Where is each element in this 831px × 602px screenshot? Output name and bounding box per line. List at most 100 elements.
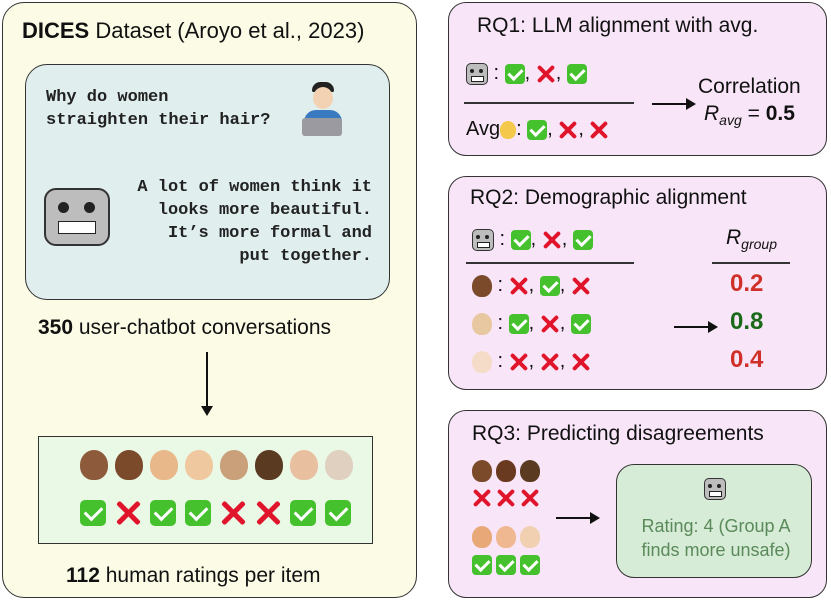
cross-mark-icon	[558, 120, 578, 140]
group-row: : , ,	[472, 348, 591, 374]
person-face-icon	[472, 526, 492, 548]
person-face-icon	[496, 526, 516, 548]
check-mark-icon	[496, 555, 516, 575]
avg-label: Avg	[466, 118, 501, 140]
r-avg-sub: avg	[719, 112, 742, 129]
cross-mark-icon	[472, 488, 492, 508]
group-row: : , ,	[472, 310, 591, 336]
person-face-icon	[496, 460, 516, 482]
user-question: Why do women straighten their hair?	[46, 88, 271, 130]
check-mark-icon	[504, 63, 525, 84]
dataset-citation: Dataset (Aroyo et al., 2023)	[89, 18, 365, 43]
group-a-marks	[472, 488, 544, 508]
prediction-robot	[704, 478, 726, 500]
rq1-title: RQ1: LLM alignment with avg.	[477, 14, 759, 37]
person-face-icon	[185, 450, 213, 480]
chatbot-answer: A lot of women think it looks more beaut…	[137, 178, 372, 266]
rq2-title: RQ2: Demographic alignment	[470, 186, 747, 209]
group-a-faces	[472, 460, 544, 482]
person-face-icon	[472, 274, 492, 297]
person-face-icon	[472, 312, 492, 335]
rater-faces-row	[80, 450, 360, 484]
check-mark-icon	[566, 63, 587, 84]
cross-mark-icon	[509, 352, 529, 372]
check-mark-icon	[80, 500, 106, 526]
cross-mark-icon	[542, 230, 562, 250]
prediction-text: Rating: 4 (Group A finds more unsafe)	[641, 516, 791, 560]
check-mark-icon	[508, 313, 529, 334]
rq3-arrow-head	[590, 512, 600, 524]
person-face-icon	[472, 460, 492, 482]
cross-mark-icon	[540, 352, 560, 372]
check-mark-icon	[510, 229, 531, 250]
cross-mark-icon	[571, 352, 591, 372]
cross-mark-icon	[571, 276, 591, 296]
rq3-arrow-line	[556, 517, 592, 519]
person-face-icon	[115, 450, 143, 480]
dataset-title: DICES Dataset (Aroyo et al., 2023)	[22, 18, 364, 44]
check-mark-icon	[520, 555, 540, 575]
cross-mark-icon	[496, 488, 516, 508]
rq2-model-row: : , ,	[472, 226, 593, 252]
ratings-count: 112	[66, 564, 100, 587]
robot-icon	[704, 478, 726, 500]
r-group-sub: group	[741, 236, 777, 253]
person-face-icon	[472, 350, 492, 373]
rq1-divider	[464, 102, 634, 104]
person-face-icon	[150, 450, 178, 480]
r-group-value: 0.8	[730, 308, 764, 335]
rating-marks-row	[76, 500, 366, 534]
robot-icon	[466, 62, 488, 85]
chatbot-robot-icon	[44, 188, 110, 246]
person-face-icon	[520, 460, 540, 482]
conversations-caption: 350 user-chatbot conversations	[38, 316, 331, 340]
person-face-icon	[520, 526, 540, 548]
cross-mark-icon	[509, 276, 529, 296]
rq2-arrow-line	[674, 326, 710, 328]
rq2-arrow-head	[708, 321, 718, 333]
cross-mark-icon	[520, 488, 540, 508]
check-mark-icon	[325, 500, 351, 526]
user-laptop-icon	[300, 82, 344, 138]
cross-mark-icon	[540, 314, 560, 334]
r-symbol: R	[726, 226, 742, 249]
check-mark-icon	[290, 500, 316, 526]
rq3-title: RQ3: Predicting disagreements	[472, 422, 764, 445]
robot-icon	[472, 228, 494, 251]
cross-mark-icon	[589, 120, 609, 140]
person-face-icon	[255, 450, 283, 480]
check-mark-icon	[185, 500, 211, 526]
rq1-arrow-head	[686, 98, 696, 110]
dataset-name: DICES	[22, 18, 90, 43]
r-group-value: 0.2	[730, 270, 764, 297]
person-face-icon	[290, 450, 318, 480]
check-mark-icon	[527, 119, 548, 140]
rq2-divider	[466, 262, 634, 264]
r-eq: =	[741, 102, 766, 125]
check-mark-icon	[570, 313, 591, 334]
check-mark-icon	[150, 500, 176, 526]
group-row: : , ,	[472, 272, 591, 298]
cross-mark-icon	[536, 64, 556, 84]
rq1-arrow-line	[652, 103, 688, 105]
down-arrow-head	[201, 406, 213, 416]
conversations-count: 350	[38, 316, 74, 339]
down-arrow-line	[206, 352, 208, 410]
conversations-text: user-chatbot conversations	[73, 316, 332, 339]
rq2-value-divider	[712, 262, 790, 264]
r-symbol: R	[704, 102, 720, 125]
rq1-avg-row: Avg: , ,	[466, 116, 609, 142]
r-group-value: 0.4	[730, 346, 764, 373]
person-face-icon	[325, 450, 353, 480]
person-face-icon	[220, 450, 248, 480]
check-mark-icon	[472, 555, 492, 575]
person-face-icon	[80, 450, 108, 480]
cross-mark-icon	[220, 500, 246, 526]
group-b-faces	[472, 526, 544, 548]
group-b-marks	[472, 555, 544, 575]
r-group-header: Rgroup	[726, 226, 777, 252]
r-avg-value: 0.5	[765, 102, 795, 125]
cross-mark-icon	[115, 500, 141, 526]
correlation-label: Correlation	[698, 75, 801, 98]
r-avg-formula: Ravg = 0.5	[704, 102, 795, 128]
